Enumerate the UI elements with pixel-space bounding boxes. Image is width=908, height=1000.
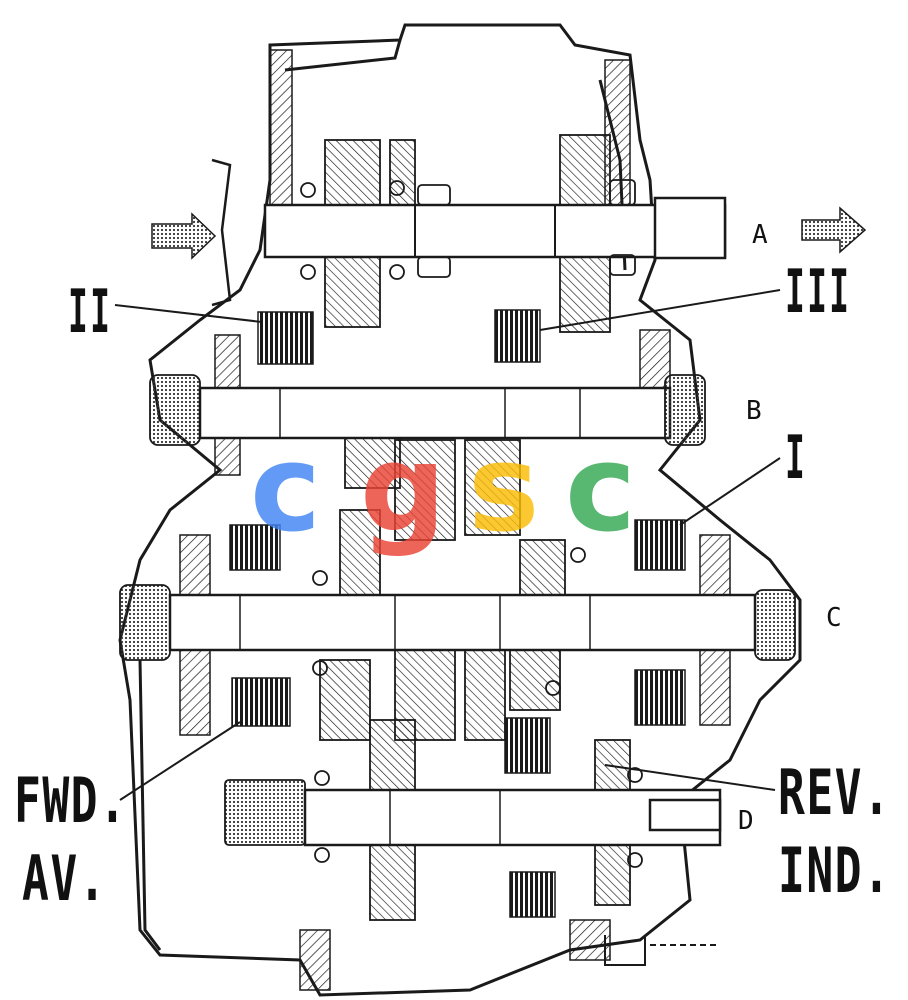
watermark-letter-2: g [360, 420, 446, 559]
label-clutch-i: I [785, 423, 808, 493]
clutch-i [634, 519, 686, 571]
flow-arrows [151, 206, 867, 260]
label-rev-line2: IND. [778, 834, 892, 907]
watermark-letter-3: s [468, 420, 540, 559]
gears-hatched [319, 134, 631, 921]
shaft-b [198, 386, 672, 440]
leader-iii [539, 289, 781, 331]
watermark-letter-1: c [250, 420, 322, 559]
input-flange [211, 158, 232, 307]
label-fwd-line1: FWD. [14, 764, 128, 837]
label-shaft-c: C [826, 603, 842, 633]
leader-lines [114, 289, 781, 801]
clutch-packs [229, 309, 686, 918]
label-shaft-d: D [738, 806, 754, 836]
end-caps [119, 374, 796, 846]
shaft-a [263, 196, 727, 260]
clutch-iii [494, 309, 541, 363]
leader-i [679, 457, 781, 526]
label-clutch-iii: III [785, 257, 852, 327]
leader-rev [604, 764, 776, 791]
bearings [300, 179, 643, 868]
output-arrow [801, 206, 867, 254]
clutch-rev [504, 717, 551, 774]
clutch-fwd [231, 677, 291, 727]
shaft-d [303, 788, 722, 847]
outer-housing [118, 23, 802, 997]
leader-ii [114, 304, 263, 323]
tail-detail [604, 935, 720, 966]
label-fwd-line2: AV. [22, 842, 107, 915]
label-clutch-ii: II [68, 277, 113, 347]
watermark-letter-4: c [565, 420, 637, 559]
label-rev-line1: REV. [778, 756, 892, 829]
leader-fwd [119, 721, 241, 801]
input-arrow [151, 212, 217, 260]
clutch-ii [257, 311, 314, 365]
label-shaft-a: A [752, 220, 768, 250]
shaft-c [168, 593, 757, 652]
label-shaft-b: B [746, 396, 762, 426]
